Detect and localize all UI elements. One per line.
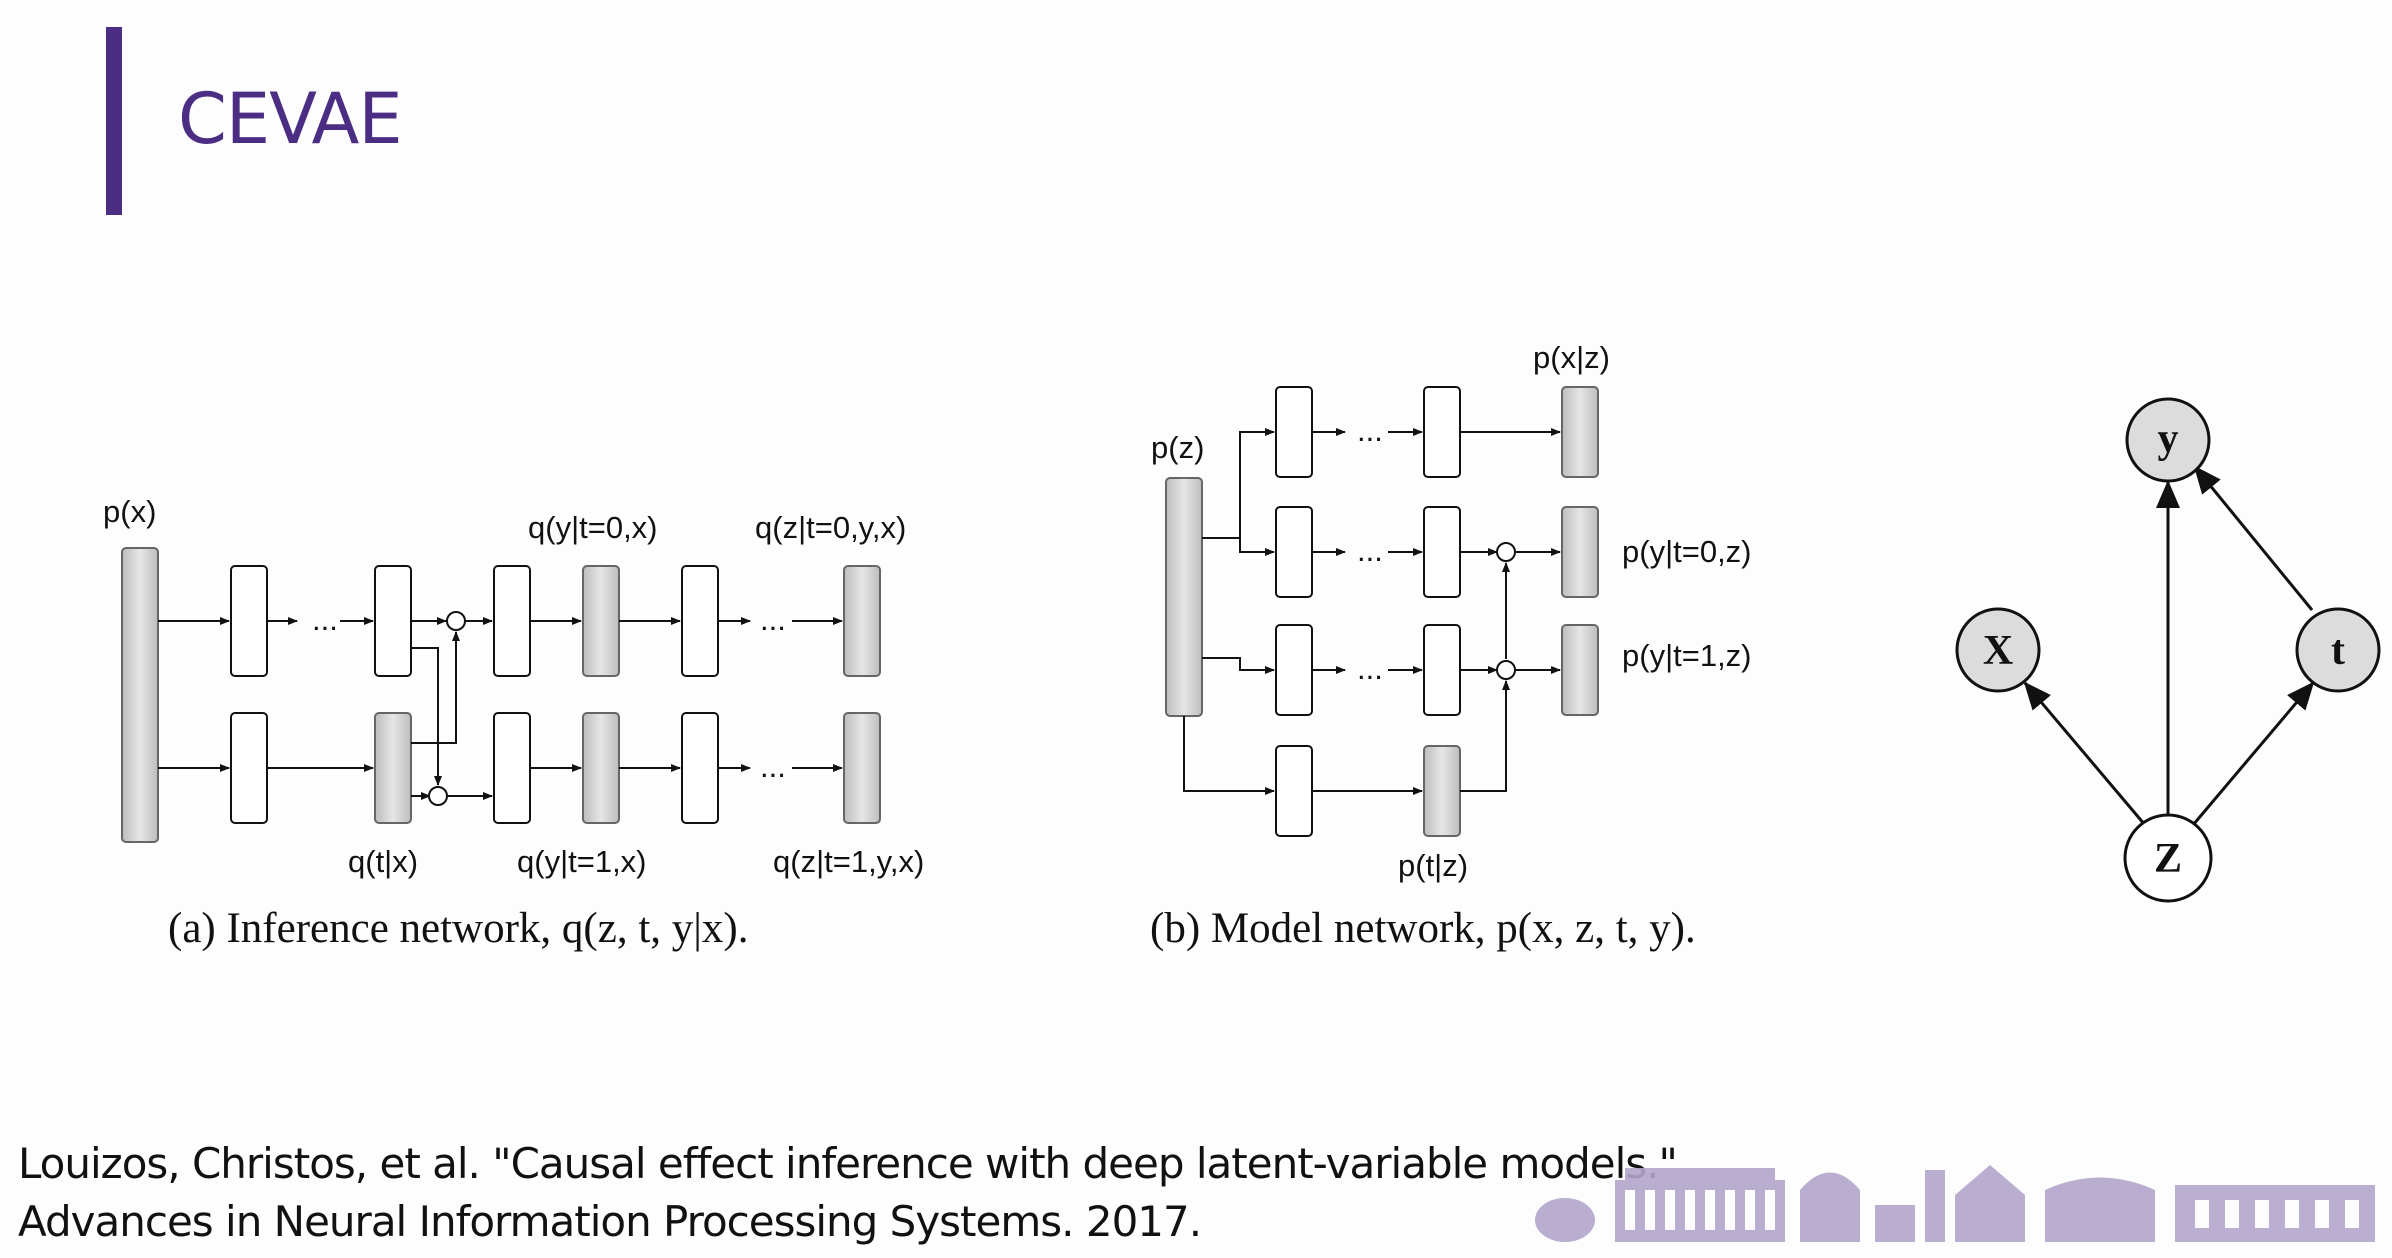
px-out-bar (1561, 386, 1599, 478)
university-skyline-logo (1535, 1165, 2375, 1242)
pt-bar (1423, 745, 1461, 837)
inf-r1-box2 (374, 565, 412, 677)
caption-inference: (a) Inference network, q(z, t, y|x). (168, 905, 748, 952)
svg-text:...: ... (760, 749, 786, 784)
mod-r4-box1 (1275, 745, 1313, 837)
edge-t-y (2193, 465, 2314, 611)
qt-bar (374, 712, 412, 824)
svg-text:...: ... (1357, 651, 1383, 686)
citation: Louizos, Christos, et al. "Causal effect… (18, 1135, 1678, 1251)
node-t (2295, 607, 2381, 693)
citation-line-2: Advances in Neural Information Processin… (18, 1197, 1202, 1246)
node-x-label: X (1983, 628, 2013, 674)
qy-t0-bar (582, 565, 620, 677)
label-qt: q(t|x) (348, 844, 418, 879)
label-qz-t0: q(z|t=0,y,x) (755, 510, 906, 545)
node-z (2123, 813, 2213, 903)
inf-gate-t0 (446, 611, 466, 631)
causal-graph (1955, 397, 2381, 903)
py-t1-bar (1561, 624, 1599, 716)
svg-text:...: ... (1357, 413, 1383, 448)
mod-r3-box1 (1275, 624, 1313, 716)
slide-title: CEVAE (178, 78, 403, 160)
pz-input-bar (1165, 477, 1203, 717)
title-accent-bar (106, 27, 122, 215)
node-z-label: Z (2154, 836, 2182, 882)
svg-text:...: ... (1357, 533, 1383, 568)
svg-text:...: ... (760, 602, 786, 637)
node-t-label: t (2331, 628, 2345, 674)
inf-r1-box1 (230, 565, 268, 677)
citation-line-1: Louizos, Christos, et al. "Causal effect… (18, 1139, 1678, 1188)
svg-text:...: ... (312, 602, 338, 637)
edge-z-x (2023, 681, 2147, 826)
mod-r1-box1 (1275, 386, 1313, 478)
mod-r3-box2 (1423, 624, 1461, 716)
label-px-given-z: p(x|z) (1533, 340, 1610, 375)
px-input-bar (121, 547, 159, 843)
inf-r2-box1 (230, 712, 268, 824)
edge-z-t (2191, 681, 2315, 826)
label-pt: p(t|z) (1398, 848, 1468, 883)
inf-r2-box3 (681, 712, 719, 824)
label-qy-t1: q(y|t=1,x) (517, 844, 647, 879)
mod-r2-box2 (1423, 506, 1461, 598)
label-px: p(x) (103, 494, 156, 529)
qz-t0-bar (843, 565, 881, 677)
label-py-t0: p(y|t=0,z) (1622, 534, 1752, 569)
inf-r1-box3 (493, 565, 531, 677)
label-qz-t1: q(z|t=1,y,x) (773, 844, 924, 879)
label-pz: p(z) (1151, 430, 1204, 465)
qy-t1-bar (582, 712, 620, 824)
inf-r2-box2 (493, 712, 531, 824)
label-py-t1: p(y|t=1,z) (1622, 638, 1752, 673)
inf-gate-t1 (428, 786, 448, 806)
py-t0-bar (1561, 506, 1599, 598)
mod-gate-t0 (1496, 542, 1516, 562)
inf-r1-box4 (681, 565, 719, 677)
label-qy-t0: q(y|t=0,x) (528, 510, 658, 545)
caption-model: (b) Model network, p(x, z, t, y). (1150, 905, 1696, 952)
inference-network: ... ... ... (121, 547, 881, 843)
node-x (1955, 607, 2041, 693)
model-network: ... ... ... (1165, 386, 1599, 837)
node-y (2125, 397, 2211, 483)
node-y-label: y (2158, 416, 2179, 462)
mod-gate-t1 (1496, 660, 1516, 680)
qz-t1-bar (843, 712, 881, 824)
mod-r1-box2 (1423, 386, 1461, 478)
mod-r2-box1 (1275, 506, 1313, 598)
